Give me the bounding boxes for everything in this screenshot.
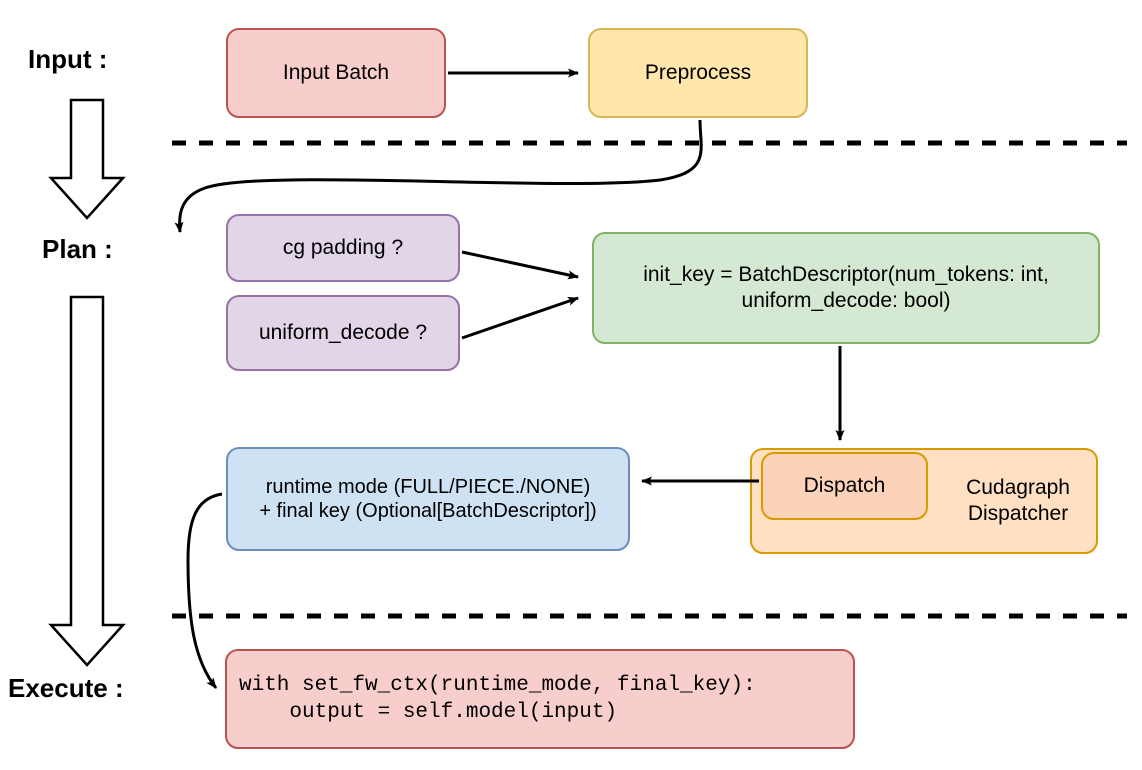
node-cg-padding[interactable]: cg padding ? <box>226 214 460 282</box>
node-uniform-decode-label: uniform_decode ? <box>258 321 428 345</box>
node-input-batch-label: Input Batch <box>282 61 390 85</box>
node-exec-code[interactable]: with set_fw_ctx(runtime_mode, final_key)… <box>225 649 855 749</box>
node-uniform-decode[interactable]: uniform_decode ? <box>226 295 460 371</box>
node-init-key-line2: uniform_decode: bool) <box>741 289 951 312</box>
node-exec-code-line2: output = self.model(input) <box>239 701 618 724</box>
block-arrow-input-to-plan <box>48 98 126 220</box>
node-cudagraph-dispatcher-label: Cudagraph Dispatcher <box>966 476 1070 525</box>
edge-uniform-decode-to-init-key <box>461 296 579 340</box>
node-runtime-mode[interactable]: runtime mode (FULL/PIECE./NONE) + final … <box>226 447 630 551</box>
stage-label-input: Input : <box>28 44 108 74</box>
node-runtime-mode-line2: + final key (Optional[BatchDescriptor]) <box>259 500 597 522</box>
node-preprocess[interactable]: Preprocess <box>588 28 808 118</box>
edge-runtime-mode-to-exec-code <box>186 492 223 689</box>
node-runtime-mode-line1: runtime mode (FULL/PIECE./NONE) <box>265 475 591 498</box>
node-exec-code-line1: with set_fw_ctx(runtime_mode, final_key)… <box>239 673 756 697</box>
node-dispatch[interactable]: Dispatch <box>761 452 928 520</box>
stage-label-plan: Plan : <box>42 234 113 264</box>
node-dispatch-label: Dispatch <box>803 474 886 498</box>
node-init-key[interactable]: init_key = BatchDescriptor(num_tokens: i… <box>592 232 1100 344</box>
node-cg-padding-label: cg padding ? <box>282 236 404 260</box>
stage-label-execute: Execute : <box>8 673 124 703</box>
block-arrow-plan-to-execute <box>48 295 126 667</box>
node-input-batch[interactable]: Input Batch <box>226 28 446 118</box>
node-init-key-line1: init_key = BatchDescriptor(num_tokens: i… <box>643 263 1049 287</box>
node-preprocess-label: Preprocess <box>644 61 752 85</box>
edge-cg-padding-to-init-key <box>461 250 579 280</box>
